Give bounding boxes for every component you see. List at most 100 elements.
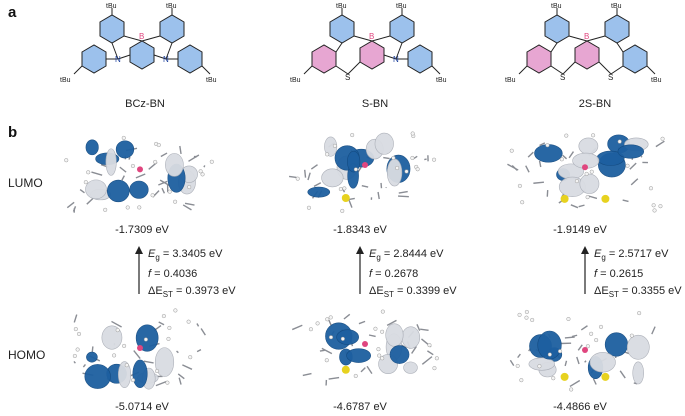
molecular-bond	[302, 372, 312, 377]
hydrogen-atom	[340, 208, 345, 213]
tbu-label: tBu	[611, 3, 622, 10]
orbital-lobe-positive	[534, 144, 563, 163]
orbital-lobe-positive	[84, 364, 111, 389]
properties-2s-bn: Eg = 2.5717 eV f = 0.2615 ΔEST = 0.3355 …	[594, 246, 682, 303]
homo-label: HOMO	[8, 348, 46, 362]
orbital-lobe-negative	[578, 137, 599, 155]
dest-line: ΔEST = 0.3973 eV	[148, 285, 236, 300]
molecular-bond	[135, 173, 146, 179]
hydrogen-atom	[537, 364, 542, 369]
hydrogen-atom	[585, 344, 590, 349]
transition-arrow-s-bn	[356, 246, 364, 294]
molecular-bond	[527, 151, 534, 158]
molecular-bond	[358, 320, 366, 325]
hydrogen-atom	[660, 136, 665, 141]
hydrogen-atom	[72, 353, 77, 359]
molecular-bond	[570, 204, 579, 209]
hydrogen-atom	[200, 172, 205, 177]
sulfur-atom	[560, 372, 569, 381]
hydrogen-atom	[617, 139, 622, 144]
boron-atom-label: B	[139, 32, 144, 41]
eg-line: Eg = 2.5717 eV	[594, 248, 669, 263]
molecular-bond	[348, 200, 353, 208]
homo-energy-s-bn: -4.6787 eV	[333, 401, 387, 413]
sulfur-atom	[601, 194, 610, 203]
hydrogen-atom	[545, 143, 550, 148]
molecular-bond	[66, 201, 75, 209]
hydrogen-atom	[198, 169, 203, 174]
hydrogen-atom	[350, 132, 355, 138]
hydrogen-atom	[415, 167, 420, 172]
molecular-bond	[398, 195, 409, 198]
molecular-bond	[577, 344, 583, 351]
hydrogen-atom	[103, 207, 108, 212]
hydrogen-atom	[410, 131, 415, 136]
molecular-bond	[622, 199, 629, 203]
ring-right-top	[159, 14, 185, 44]
hydrogen-atom	[186, 319, 191, 324]
hydrogen-atom	[338, 186, 343, 192]
hydrogen-atom	[324, 358, 329, 363]
hydrogen-atom	[432, 366, 437, 371]
eg-line: Eg = 3.3405 eV	[148, 248, 223, 263]
molecular-bond	[184, 202, 195, 206]
hydrogen-atom	[434, 356, 439, 361]
hydrogen-atom	[517, 312, 522, 317]
hydrogen-atom	[373, 326, 378, 331]
hydrogen-atom	[629, 333, 634, 338]
hydrogen-atom	[564, 133, 569, 138]
molecular-bond	[307, 172, 311, 181]
molecular-bond	[539, 142, 546, 147]
molecular-bond	[576, 356, 580, 365]
hydrogen-atom	[167, 189, 172, 194]
hydrogen-atom	[376, 347, 381, 352]
molecular-bond	[91, 346, 94, 353]
hydrogen-atom	[122, 343, 127, 348]
molecular-bond	[383, 156, 390, 160]
structure-bcz-bn: B N N tBu tBu tBu tBu	[60, 3, 217, 84]
lumo-label: LUMO	[8, 176, 43, 190]
hydrogen-atom	[589, 331, 594, 336]
structure-s-bn: B S N tBu tBu tBu tBu	[290, 3, 447, 84]
hydrogen-atom	[594, 338, 599, 343]
hydrogen-atom	[167, 325, 172, 330]
molecular-bond	[176, 350, 179, 354]
structure-2s-bn: B S S tBu tBu tBu tBu	[505, 3, 662, 84]
hydrogen-atom	[166, 336, 171, 341]
hydrogen-atom	[328, 315, 333, 320]
molecular-bond	[188, 154, 200, 162]
molecular-bond	[133, 350, 141, 359]
molecular-bond	[177, 373, 185, 380]
molecular-bond	[111, 320, 122, 328]
orbital-lobe-positive	[115, 140, 135, 159]
boron-atom	[137, 345, 143, 351]
orbital-lobe-positive	[346, 348, 371, 363]
ring-right-top	[389, 14, 415, 44]
hydrogen-atom	[115, 328, 120, 333]
hydrogen-atom	[173, 199, 178, 204]
sulfur-atom-label-left: S	[560, 73, 565, 82]
hydrogen-atom	[547, 352, 552, 357]
hydrogen-atom	[161, 314, 166, 319]
f-line: f = 0.2678	[369, 268, 419, 281]
f-line: f = 0.4036	[148, 268, 198, 281]
molecular-bond	[584, 360, 587, 363]
nitrogen-atom-label: N	[393, 55, 399, 64]
tbu-label: tBu	[336, 3, 347, 10]
lumo-energy-bcz-bn: -1.7309 eV	[115, 224, 169, 236]
hydrogen-atom	[308, 327, 313, 332]
boron-atom-label: B	[584, 32, 589, 41]
tbu-label: tBu	[166, 3, 177, 10]
orbital-lobe-negative	[321, 168, 344, 188]
orbital-lobe-positive	[336, 329, 359, 345]
hydrogen-atom	[75, 347, 80, 352]
hydrogen-atom	[173, 308, 178, 313]
hydrogen-atom	[566, 316, 571, 322]
molecule-name-bcz-bn: BCz-BN	[125, 98, 165, 110]
orbital-lobe-negative	[528, 357, 555, 371]
hydrogen-atom	[637, 311, 642, 316]
orbital-lobe-positive	[347, 150, 361, 173]
molecule-name-2s-bn: 2S-BN	[578, 98, 612, 110]
ring-left-top	[544, 14, 570, 44]
tbu-label: tBu	[106, 3, 117, 10]
